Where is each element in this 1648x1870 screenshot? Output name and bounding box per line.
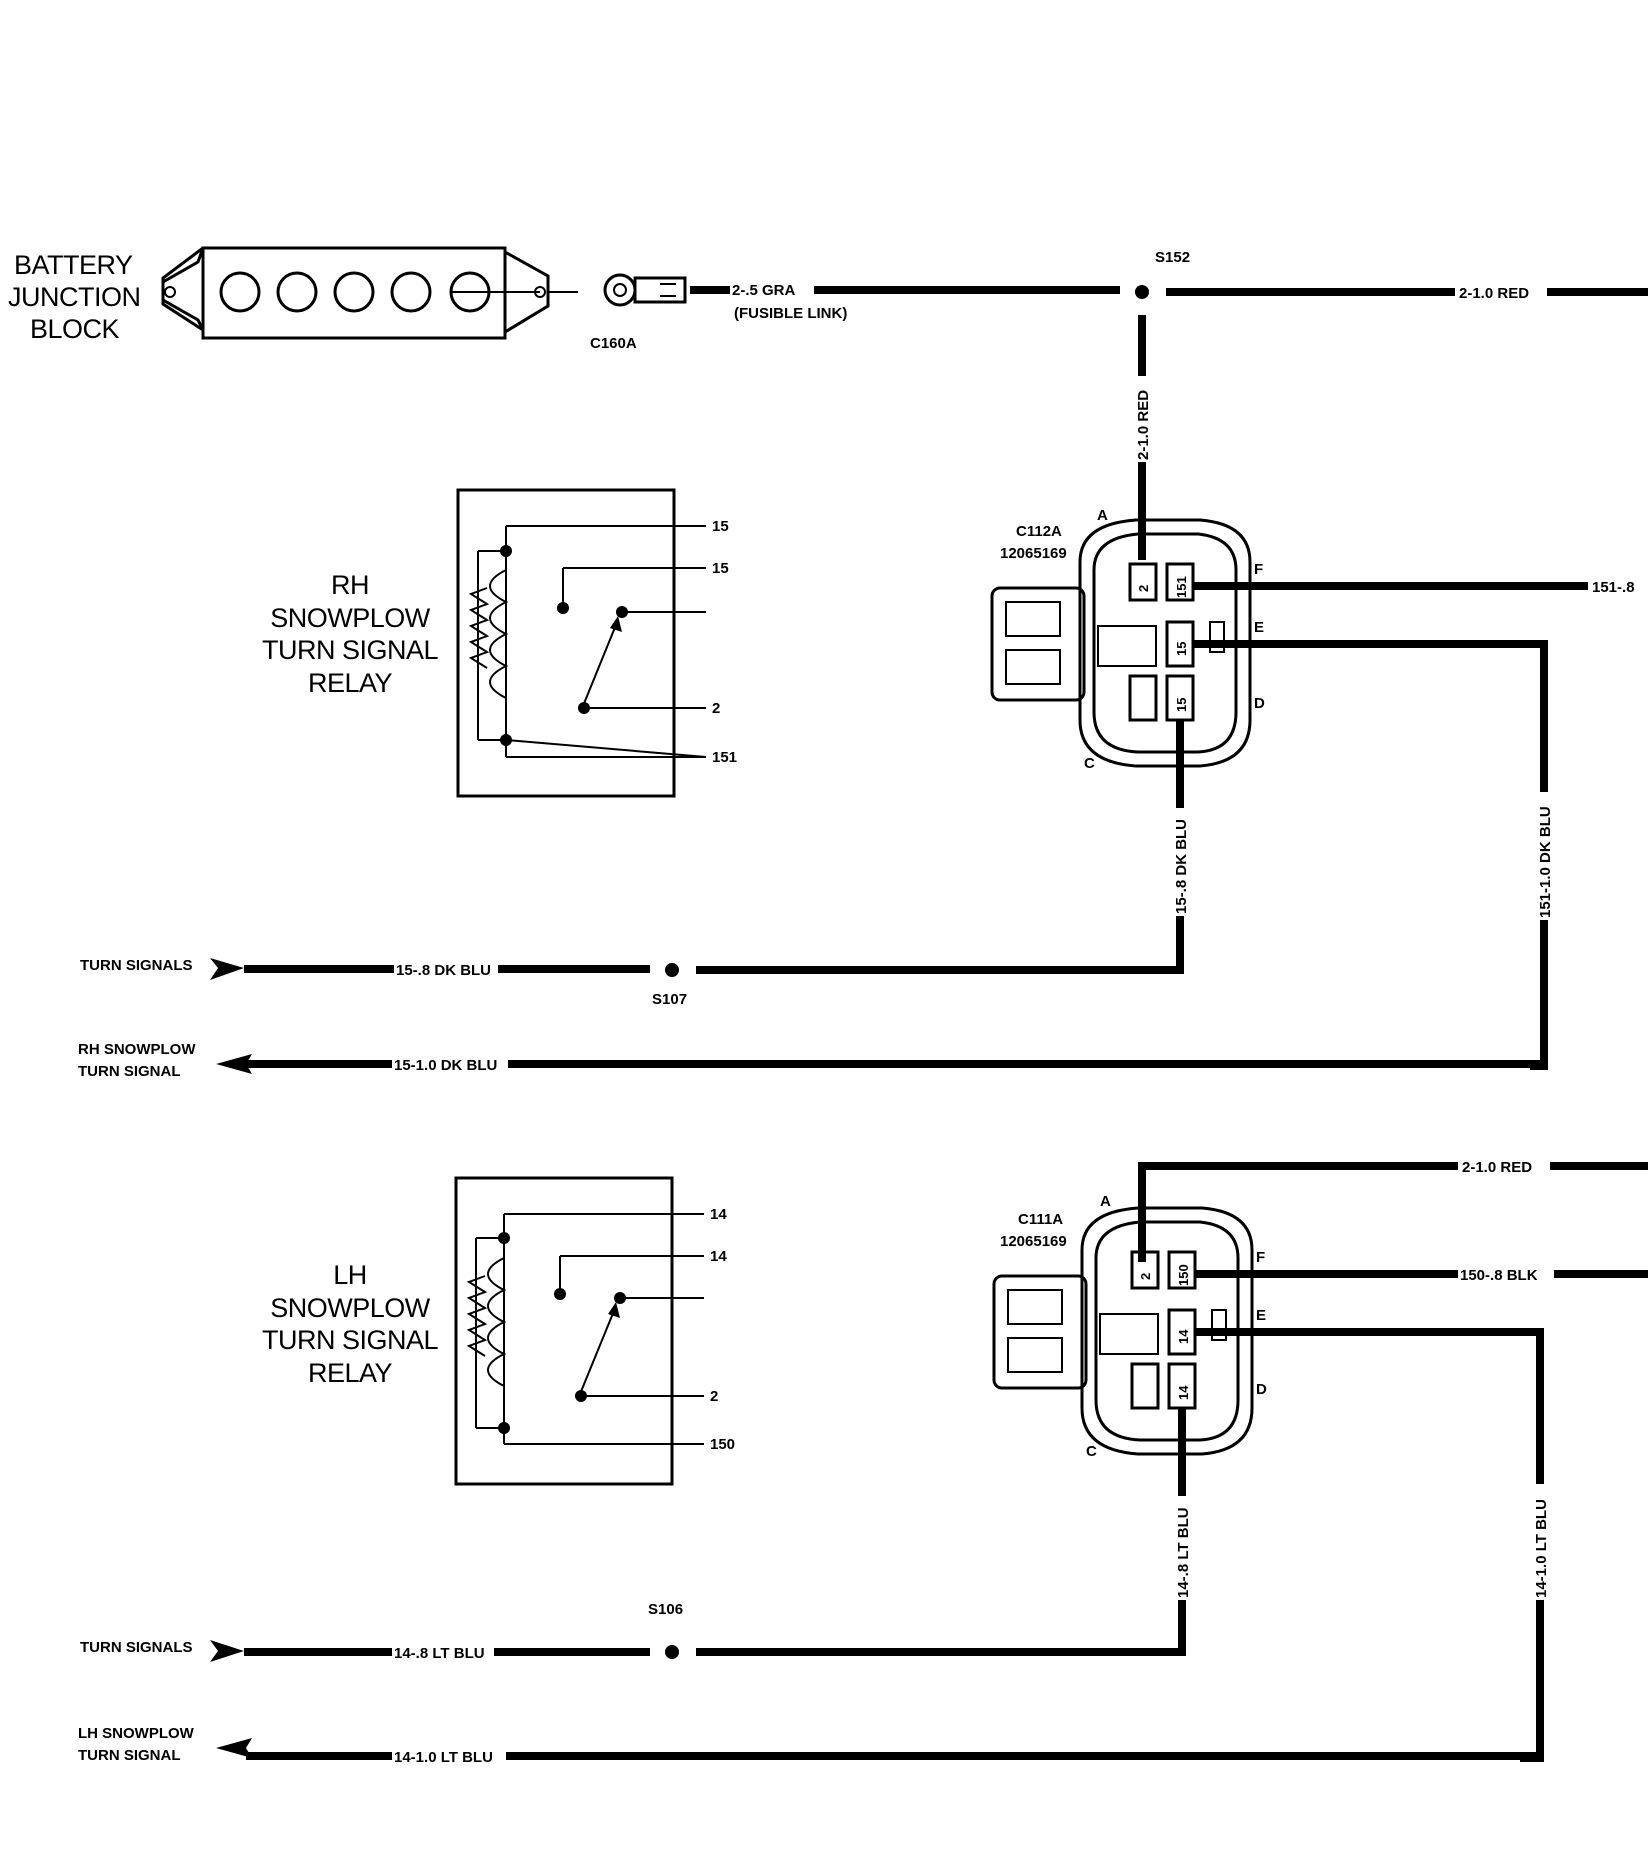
wire-14-1-lt-blu-label: 14-1.0 LT BLU [1533,1499,1550,1598]
lh-snowplow-out-label-1: LH SNOWPLOW [78,1725,195,1742]
connector-c112a [990,518,1252,768]
c112a-cavity-2: 2 [1136,585,1151,592]
lh-snowplow-out-wire-label: 14-1.0 LT BLU [394,1749,493,1766]
c112a-letter-d: D [1254,695,1265,712]
c112a-cavity-15d: 15 [1174,698,1189,712]
c111a-cavity-14d: 14 [1176,1385,1191,1400]
rh-snowplow-out-wire-label: 15-1.0 DK BLU [394,1057,497,1074]
rh-relay-pin-15a: 15 [712,518,729,535]
lh-turn-signals-label: TURN SIGNALS [80,1639,193,1656]
c112a-letter-f: F [1254,561,1263,578]
c111a-cavity-150: 150 [1176,1264,1191,1286]
wire-150-blk-label: 150-.8 BLK [1460,1267,1538,1284]
rh-snowplow-out-label-2: TURN SIGNAL [78,1063,181,1080]
vertical-red-wire-label: 2-1.0 RED [1135,390,1152,460]
rh-relay-pin-15b: 15 [712,560,729,577]
c111a-letter-d: D [1256,1381,1267,1398]
c160a-label: C160A [590,335,637,352]
c112a-letter-c: C [1084,755,1095,772]
lh-relay-symbol [454,1176,704,1486]
splice-s107 [665,963,679,977]
fusible-link-note: (FUSIBLE LINK) [734,305,847,322]
lh-snowplow-out-label-2: TURN SIGNAL [78,1747,181,1764]
rh-snowplow-out-arrow [216,1054,252,1074]
lh-red-wire [1138,1162,1648,1262]
rh-relay-symbol [456,488,707,798]
c111a-part-number: 12065169 [1000,1233,1067,1250]
c111a-letter-a: A [1100,1193,1111,1210]
rh-relay-title-3: TURN SIGNAL [262,635,439,665]
wire-15-8-dk-blu [696,720,1184,974]
c111a-letter-e: E [1256,1307,1266,1324]
lh-relay-title-1: LH [333,1260,367,1290]
c111a-cavity-2: 2 [1138,1273,1153,1280]
c112a-cavity-15e: 15 [1174,642,1189,656]
rh-relay-title-4: RELAY [308,668,393,698]
lh-turn-signals-wire-label: 14-.8 LT BLU [394,1645,485,1662]
splice-s106 [665,1645,679,1659]
s152-label: S152 [1155,249,1190,266]
rh-relay-title-2: SNOWPLOW [270,603,431,633]
lh-relay-title-4: RELAY [308,1358,393,1388]
rh-relay-pin-2: 2 [712,700,720,717]
c112a-part-number: 12065169 [1000,545,1067,562]
c112a-letter-e: E [1254,619,1264,636]
c112a-name: C112A [1016,523,1062,540]
battery-block-label-2: JUNCTION [8,282,141,312]
wire-15-8-dk-blu-label: 15-.8 DK BLU [1173,819,1190,914]
lh-relay-pin-14a: 14 [710,1206,727,1223]
lh-turn-signals-arrow [210,1640,244,1662]
lh-relay-pin-14b: 14 [710,1248,727,1265]
rh-relay-pin-151: 151 [712,749,737,766]
c111a-letter-f: F [1256,1249,1265,1266]
s106-label: S106 [648,1601,683,1618]
lh-relay-pin-2: 2 [710,1388,718,1405]
lh-relay-pin-150: 150 [710,1436,735,1453]
lh-snowplow-out-arrow [216,1738,252,1758]
rh-turn-signals-wire-label: 15-.8 DK BLU [396,962,491,979]
lh-red-wire-label: 2-1.0 RED [1462,1159,1532,1176]
c111a-name: C111A [1018,1211,1063,1228]
wire-151-dk-blu-label: 151-1.0 DK BLU [1537,806,1554,918]
wire-14-lt-blu-right [1195,1328,1544,1762]
fusible-link-wire-label: 2-.5 GRA [732,282,796,299]
wire-151-dk-blu [1193,640,1548,1070]
rh-turn-signals-label: TURN SIGNALS [80,957,193,974]
c111a-letter-c: C [1086,1443,1097,1460]
c111a-cavity-14e: 14 [1176,1329,1191,1344]
c112a-letter-a: A [1097,507,1108,524]
s107-label: S107 [652,991,687,1008]
ring-terminal-c160a [603,273,687,307]
lh-relay-title-3: TURN SIGNAL [262,1325,439,1355]
rh-snowplow-out-label-1: RH SNOWPLOW [78,1041,196,1058]
lh-relay-title-2: SNOWPLOW [270,1293,431,1323]
top-red-wire-label: 2-1.0 RED [1459,285,1529,302]
battery-block-label-1: BATTERY [14,250,133,280]
battery-block-label-3: BLOCK [30,314,120,344]
splice-s152 [1135,285,1149,299]
wire-14-8-lt-blu-label: 14-.8 LT BLU [1175,1507,1192,1598]
battery-junction-block [161,246,578,340]
wire-151-8-label: 151-.8 [1592,579,1635,596]
rh-relay-title-1: RH [331,570,369,600]
wire-14-8-lt-blu [696,1408,1186,1656]
c112a-cavity-151: 151 [1174,576,1189,598]
rh-turn-signals-arrow [210,958,244,980]
